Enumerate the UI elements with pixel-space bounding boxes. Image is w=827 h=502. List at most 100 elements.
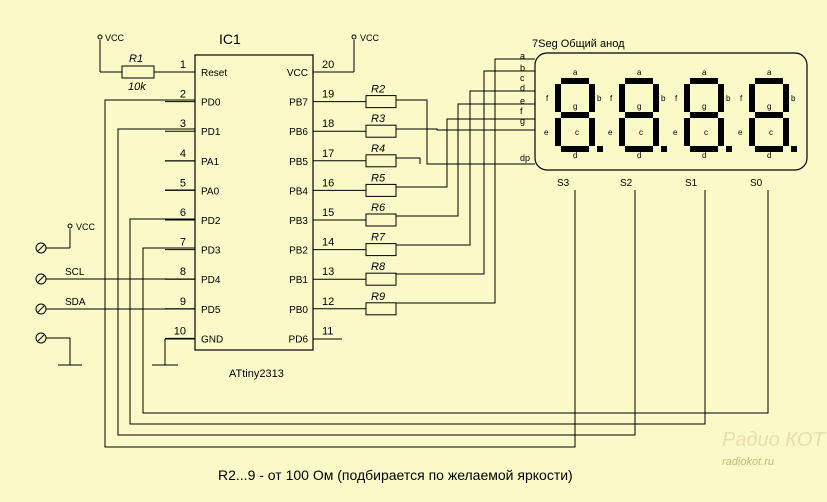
segment-c [718,118,724,146]
ic-pin-number: 5 [180,177,186,189]
ic-pin-name: PD5 [201,305,221,316]
segment-b [589,84,595,112]
ic-pin-name: GND [201,334,223,345]
ic-pin-number: 11 [322,325,333,337]
segment-letter: b [597,94,602,103]
resistor-r8 [365,272,397,286]
segment-letter: e [608,128,613,137]
resistor-r1 [121,65,155,79]
segment-letter: d [702,151,706,160]
segment-letter: e [738,128,743,137]
digit-select-label: S2 [620,178,633,189]
seven-segment-display [534,52,808,171]
ic-ref: IC1 [219,31,241,47]
segment-letter: c [575,128,579,137]
segment-line-label: d [520,83,525,93]
ic-pin-name: PB7 [289,98,308,109]
resistor-ref: R9 [371,291,385,303]
resistor-r7 [365,243,397,257]
ic-left-pins: 1Reset2PD03PD14PA15PA06PD27PD38PD49PD510… [165,59,227,345]
resistor-r3 [365,124,397,138]
segment-f [555,84,561,112]
ic-pin-name: PA0 [201,186,220,197]
svg-text:VCC: VCC [360,33,380,43]
ic-pin-number: 17 [322,148,334,160]
ic-pin-name: PD2 [201,216,221,227]
svg-text:Радио КОТ: Радио КОТ [722,429,826,451]
resistor-r4 [365,154,397,168]
segment-b [783,84,789,112]
scl-label: SCL [65,267,85,278]
segment-letter: e [673,128,678,137]
svg-text:radiokot.ru: radiokot.ru [722,456,774,468]
ic-pin-name: PD3 [201,246,221,257]
segment-letter: f [546,94,549,103]
segment-line-label: f [520,106,523,116]
r1-ref: R1 [129,53,143,65]
resistor-r2 [365,95,397,109]
ic-pin-number: 14 [322,237,334,249]
vcc-symbol-r1: VCC [97,33,125,72]
digit-select-label: S3 [557,178,570,189]
resistor-r5 [365,183,397,197]
vcc-symbol-connector: VCC [67,222,96,248]
radiokot-watermark: Радио КОТ radiokot.ru [722,429,826,468]
resistor-ref: R5 [371,172,386,184]
segment-f [619,84,625,112]
segment-dp [661,146,667,152]
ic-pin-name: PB2 [289,246,308,257]
segment-c [783,118,789,146]
segment-line-label: dp [520,153,530,163]
segment-c [589,118,595,146]
segment-letter: d [767,151,771,160]
segment-g [755,112,783,118]
ic-pin-name: PB1 [289,275,308,286]
segment-g [690,112,718,118]
ic-pin-name: PA1 [201,157,220,168]
ic-pin-name: PB5 [289,157,308,168]
segment-d [625,146,653,152]
segment-letter: g [767,102,771,111]
segment-c [653,118,659,146]
segment-line-label: g [520,116,525,126]
segment-letter: g [573,102,577,111]
segment-letter: a [637,68,642,77]
ic-pin-number: 12 [322,296,334,308]
segment-d [690,146,718,152]
resistor-r9 [365,302,397,316]
r1-value: 10k [128,81,146,93]
ic-pin-name: PD1 [201,127,221,138]
segment-dp [726,146,732,152]
segment-letter: a [573,68,578,77]
ic-body [194,54,314,351]
segment-a [755,78,783,84]
segment-f [684,84,690,112]
resistor-ref: R8 [371,261,386,273]
resistor-ref: R4 [371,143,385,155]
ic-pin-name: PB0 [289,305,308,316]
segment-g [561,112,589,118]
ic-pin-name: Reset [201,68,227,79]
segment-line-label: c [520,73,525,83]
segment-letter: c [639,128,643,137]
segment-b [718,84,724,112]
ic-pin-name: PD6 [289,334,309,345]
segment-e [749,118,755,146]
segment-b [653,84,659,112]
segment-letter: a [702,68,707,77]
ic-pin-number: 9 [180,296,186,308]
ic-pin-number: 20 [322,59,334,71]
ic-pin-name: PD4 [201,275,221,286]
ic-pin-number: 1 [180,59,186,71]
resistor-ref: R2 [371,84,385,96]
segment-d [561,146,589,152]
segment-letter: a [767,68,772,77]
segment-line-label: b [520,63,525,73]
